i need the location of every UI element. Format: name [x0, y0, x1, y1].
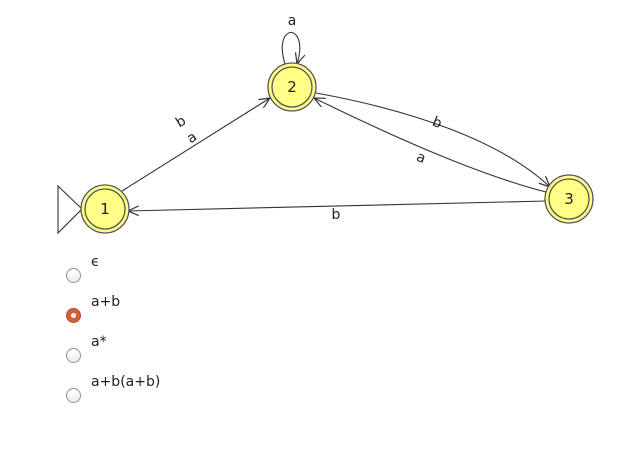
- radio-button[interactable]: [66, 388, 81, 403]
- state-1-label: 1: [100, 200, 110, 218]
- option-a-star[interactable]: a*: [64, 334, 364, 374]
- edge-label-1-to-2-a: a: [184, 129, 200, 147]
- edge-1-to-2: [121, 98, 270, 192]
- answer-options: ϵ a+b a* a+b(a+b): [64, 254, 364, 414]
- edge-label-3-to-2-a: a: [414, 149, 428, 167]
- option-a-plus-b-a-plus-b[interactable]: a+b(a+b): [64, 374, 364, 414]
- state-2: 2: [267, 62, 317, 112]
- option-label[interactable]: ϵ: [91, 254, 100, 270]
- initial-state-marker: [57, 184, 83, 235]
- edge-label-3-to-1-b: b: [332, 207, 341, 223]
- state-3: 3: [544, 174, 594, 224]
- state-1: 1: [80, 184, 130, 234]
- radio-button[interactable]: [66, 268, 81, 283]
- edge-3-to-1: [128, 200, 547, 211]
- edge-label-2-to-3-b: b: [430, 114, 444, 132]
- option-a-plus-b[interactable]: a+b: [64, 294, 364, 334]
- option-label[interactable]: a+b(a+b): [91, 374, 161, 390]
- option-label[interactable]: a+b: [91, 294, 121, 310]
- radio-button[interactable]: [66, 308, 81, 323]
- edge-label-2-self-loop-a: a: [288, 13, 297, 29]
- state-3-label: 3: [564, 190, 574, 208]
- edge-label-1-to-2-b: b: [173, 113, 189, 131]
- edge-3-to-2: [314, 98, 547, 193]
- option-label[interactable]: a*: [91, 334, 107, 350]
- radio-button[interactable]: [66, 348, 81, 363]
- edge-2-self-loop: [281, 31, 300, 65]
- state-2-label: 2: [287, 78, 297, 96]
- automaton-diagram: b a a b a b 1 2 3: [57, 13, 594, 235]
- edge-2-to-3: [315, 92, 550, 187]
- option-epsilon[interactable]: ϵ: [64, 254, 364, 294]
